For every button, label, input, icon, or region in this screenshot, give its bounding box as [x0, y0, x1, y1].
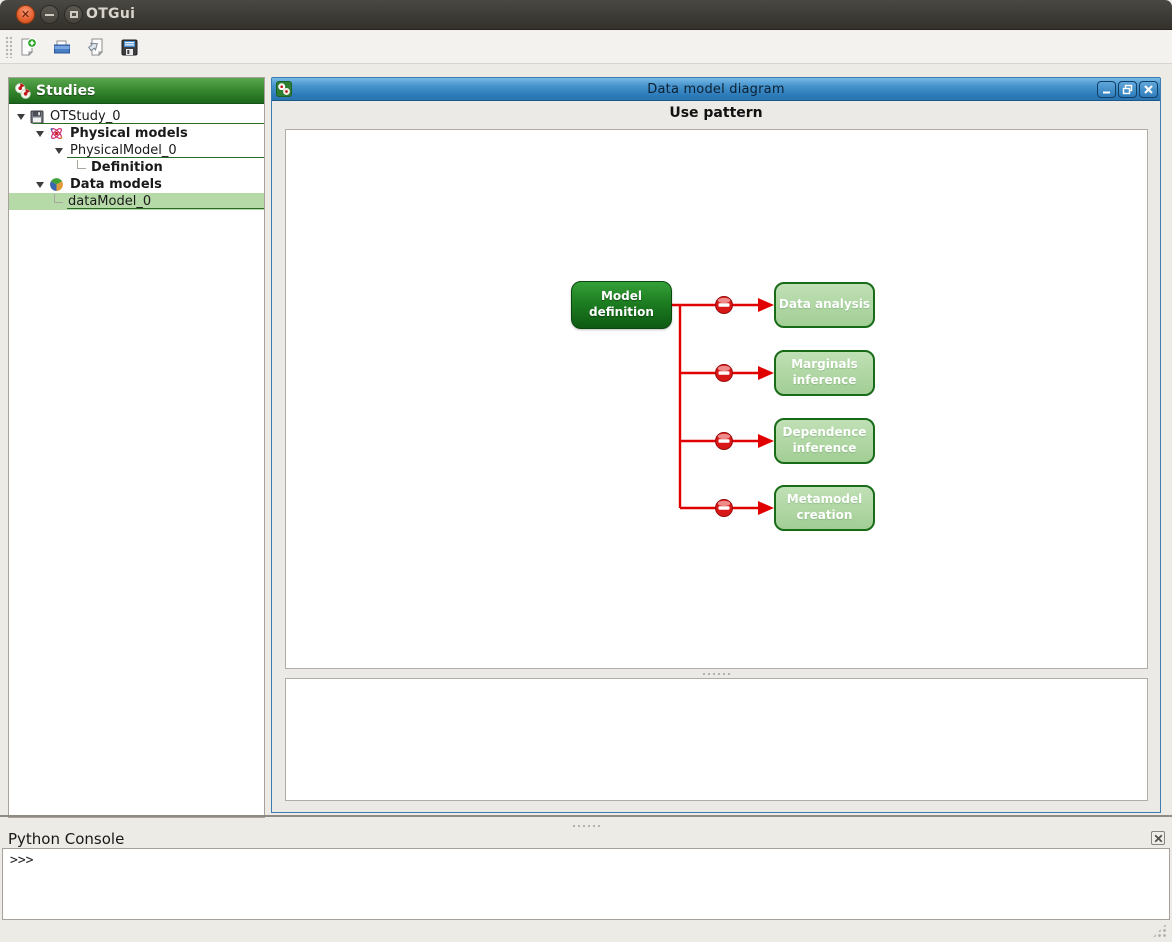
studies-panel-title: Studies: [36, 82, 96, 99]
minimize-icon: [45, 13, 54, 16]
atom-icon: [50, 128, 63, 139]
tree-item-data-models[interactable]: Data models: [9, 176, 264, 193]
toolbar-drag-handle[interactable]: [5, 36, 12, 58]
data-model-diagram-window: Data model diagram Use pattern: [271, 77, 1161, 813]
studies-panel: Studies OTStudy_0 Physical models: [8, 77, 265, 818]
open-study-button[interactable]: [50, 36, 74, 58]
tree-item-label: dataModel_0: [68, 194, 152, 209]
node-metamodel-creation[interactable]: Metamodel creation: [774, 485, 875, 531]
window-titlebar[interactable]: ✕ OTGui: [0, 0, 1172, 30]
mdi-splitter-handle[interactable]: [285, 669, 1148, 678]
import-script-icon: [88, 38, 104, 57]
import-script-button[interactable]: [84, 36, 108, 58]
minimize-button[interactable]: [40, 5, 59, 24]
mdi-titlebar[interactable]: Data model diagram: [272, 78, 1160, 101]
tree-item-otstudy[interactable]: OTStudy_0: [9, 108, 264, 125]
close-icon: [1144, 85, 1153, 94]
ot-logo-icon: [15, 82, 31, 99]
close-icon: ✕: [20, 8, 31, 21]
no-entry-icon: [715, 296, 733, 517]
studies-panel-header: Studies: [9, 78, 264, 104]
close-button[interactable]: ✕: [16, 5, 35, 24]
expand-caret-icon[interactable]: [17, 113, 25, 120]
python-console-close-button[interactable]: [1151, 831, 1165, 845]
tree-item-label: PhysicalModel_0: [70, 143, 177, 158]
central-area-divider: [0, 815, 1172, 817]
main-toolbar: [0, 30, 1172, 64]
row-underline: [67, 208, 264, 209]
expand-caret-icon[interactable]: [36, 181, 44, 188]
diagram-description-panel: [285, 678, 1148, 801]
diagram-canvas: Model definition Data analysis Marginals…: [285, 129, 1148, 669]
window-title: OTGui: [86, 6, 136, 22]
tree-branch-icon: [54, 194, 63, 203]
node-data-analysis[interactable]: Data analysis: [774, 282, 875, 328]
use-pattern-title: Use pattern: [669, 105, 763, 121]
maximize-button[interactable]: [64, 5, 83, 24]
row-underline: [67, 157, 264, 158]
save-study-icon: [121, 39, 137, 55]
tree-item-label: OTStudy_0: [50, 109, 121, 124]
maximize-icon: [69, 11, 78, 18]
resize-grip[interactable]: [1152, 923, 1167, 938]
row-underline: [33, 123, 264, 124]
python-console-title: Python Console: [8, 830, 125, 848]
console-splitter-handle[interactable]: [561, 822, 611, 830]
restore-icon: [1122, 84, 1133, 95]
mdi-close-button[interactable]: [1139, 81, 1158, 98]
studies-tree: OTStudy_0 Physical models PhysicalModel_…: [9, 104, 264, 210]
status-bar: [0, 920, 1172, 942]
python-prompt: >>>: [10, 853, 34, 868]
tree-item-datamodel[interactable]: dataModel_0: [9, 193, 264, 210]
ot-logo-icon: [276, 81, 292, 97]
python-console-input[interactable]: >>>: [2, 848, 1170, 920]
mdi-restore-button[interactable]: [1118, 81, 1137, 98]
tree-item-definition[interactable]: Definition: [9, 159, 264, 176]
new-study-icon: [21, 38, 37, 57]
tree-item-physicalmodel[interactable]: PhysicalModel_0: [9, 142, 264, 159]
open-study-icon: [54, 40, 70, 54]
tree-branch-icon: [77, 160, 86, 169]
floppy-icon: [30, 110, 44, 123]
sphere-icon: [50, 178, 63, 191]
save-study-button[interactable]: [117, 36, 141, 58]
close-icon: [1154, 834, 1162, 842]
mdi-minimize-button[interactable]: [1097, 81, 1116, 98]
node-model-definition[interactable]: Model definition: [571, 281, 672, 329]
tree-item-label: Data models: [70, 177, 162, 192]
diagram-connectors: [672, 296, 774, 517]
tree-item-label: Definition: [91, 160, 163, 175]
node-marginals-inference[interactable]: Marginals inference: [774, 350, 875, 396]
expand-caret-icon[interactable]: [55, 147, 63, 154]
minimize-icon: [1103, 91, 1110, 94]
node-dependence-inference[interactable]: Dependence inference: [774, 418, 875, 464]
mdi-window-title: Data model diagram: [647, 81, 785, 97]
tree-item-label: Physical models: [70, 126, 188, 141]
tree-item-physical-models[interactable]: Physical models: [9, 125, 264, 142]
expand-caret-icon[interactable]: [36, 130, 44, 137]
new-study-button[interactable]: [16, 36, 40, 58]
